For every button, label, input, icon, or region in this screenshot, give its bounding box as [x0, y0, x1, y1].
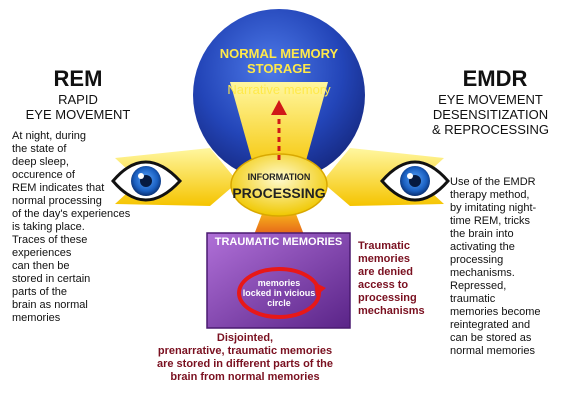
rem-subtitle-line2: EYE MOVEMENT [18, 107, 138, 122]
traumatic-memories-title: TRAUMATIC MEMORIES [207, 236, 350, 248]
emdr-subtitle-line1: EYE MOVEMENT [420, 92, 561, 107]
emdr-subtitle-line3: & REPROCESSING [420, 122, 561, 137]
rem-description: At night, during the state of deep sleep… [12, 130, 162, 325]
vicious-circle-label: memories locked in vicious circle [239, 278, 319, 308]
emdr-title: EMDR [440, 66, 550, 92]
denied-access-note: Traumatic memories are denied access to … [358, 240, 450, 318]
storage-title-line2: STORAGE [200, 61, 358, 76]
storage-title-line1: NORMAL MEMORY [200, 46, 358, 61]
emdr-subtitle-line2: DESENSITIZATION [420, 107, 561, 122]
emdr-description: Use of the EMDR therapy method, by imita… [450, 176, 561, 358]
rem-title: REM [28, 66, 128, 92]
processing-label-big: PROCESSING [226, 185, 332, 201]
disjointed-memories-note: Disjointed, prenarrative, traumatic memo… [130, 332, 360, 384]
processing-label-small: INFORMATION [232, 172, 326, 182]
narrative-memory-label: Narrative memory [200, 82, 358, 97]
rem-subtitle-line1: RAPID [18, 92, 138, 107]
